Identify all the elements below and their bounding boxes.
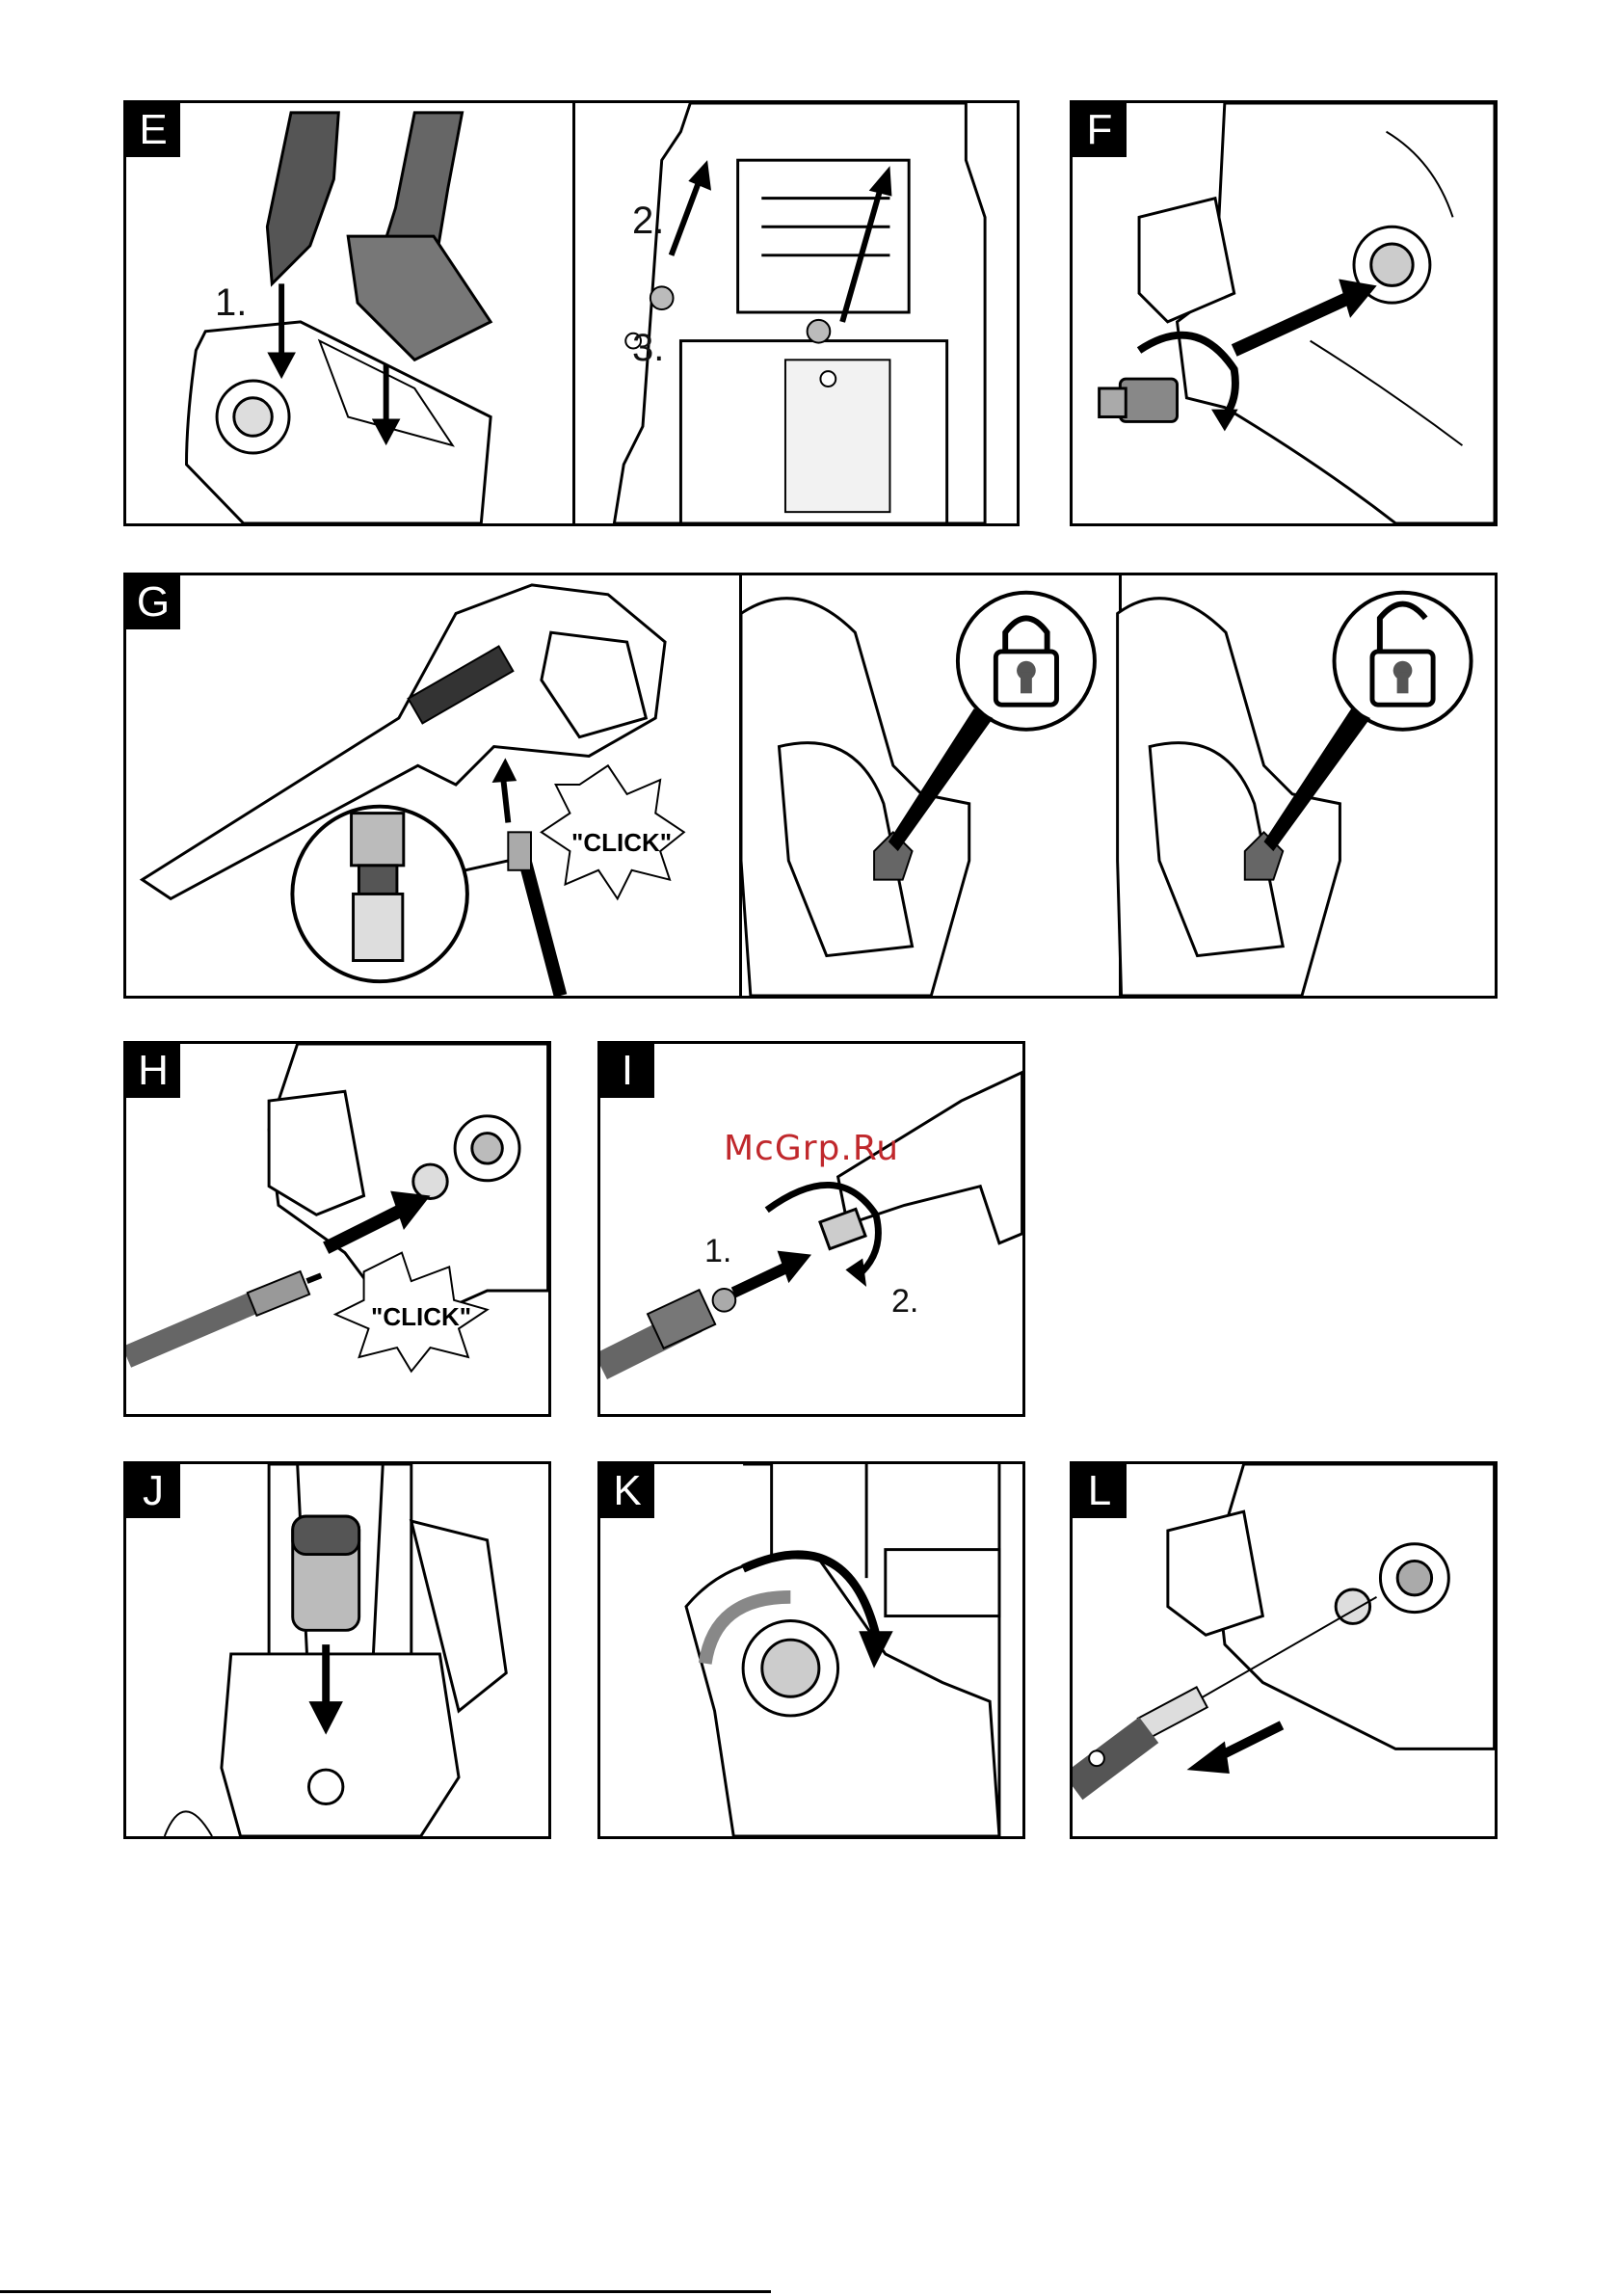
panel-f: F — [1070, 100, 1498, 526]
panel-e-illustration — [126, 103, 1017, 523]
panel-i-illustration — [600, 1044, 1022, 1414]
panel-e: E 1. 2. 3. — [123, 100, 1020, 526]
panel-e-step-2: 2. — [632, 200, 664, 243]
panel-e-step-1: 1. — [215, 281, 247, 325]
watermark: McGrp.Ru — [724, 1129, 899, 1168]
panel-k-illustration — [600, 1464, 1022, 1836]
panel-g-click-label: "CLICK" — [571, 828, 672, 858]
bottom-rule — [0, 2290, 771, 2293]
panel-g-illustration — [126, 575, 1495, 996]
panel-f-illustration — [1073, 103, 1495, 523]
panel-j-illustration — [126, 1464, 548, 1836]
panel-h: H "CLICK" — [123, 1041, 551, 1417]
panel-j: J — [123, 1461, 551, 1839]
panel-i-step-2: 2. — [891, 1283, 918, 1321]
panel-h-illustration — [126, 1044, 548, 1414]
panel-g: G — [123, 573, 1498, 999]
panel-k: K — [597, 1461, 1025, 1839]
panel-l-illustration — [1073, 1464, 1495, 1836]
panel-i-step-1: 1. — [704, 1233, 731, 1270]
panel-h-click-label: "CLICK" — [371, 1302, 471, 1332]
panel-i: I McGrp.Ru 1. 2. — [597, 1041, 1025, 1417]
panel-e-step-3: 3. — [632, 327, 664, 370]
panel-l: L — [1070, 1461, 1498, 1839]
